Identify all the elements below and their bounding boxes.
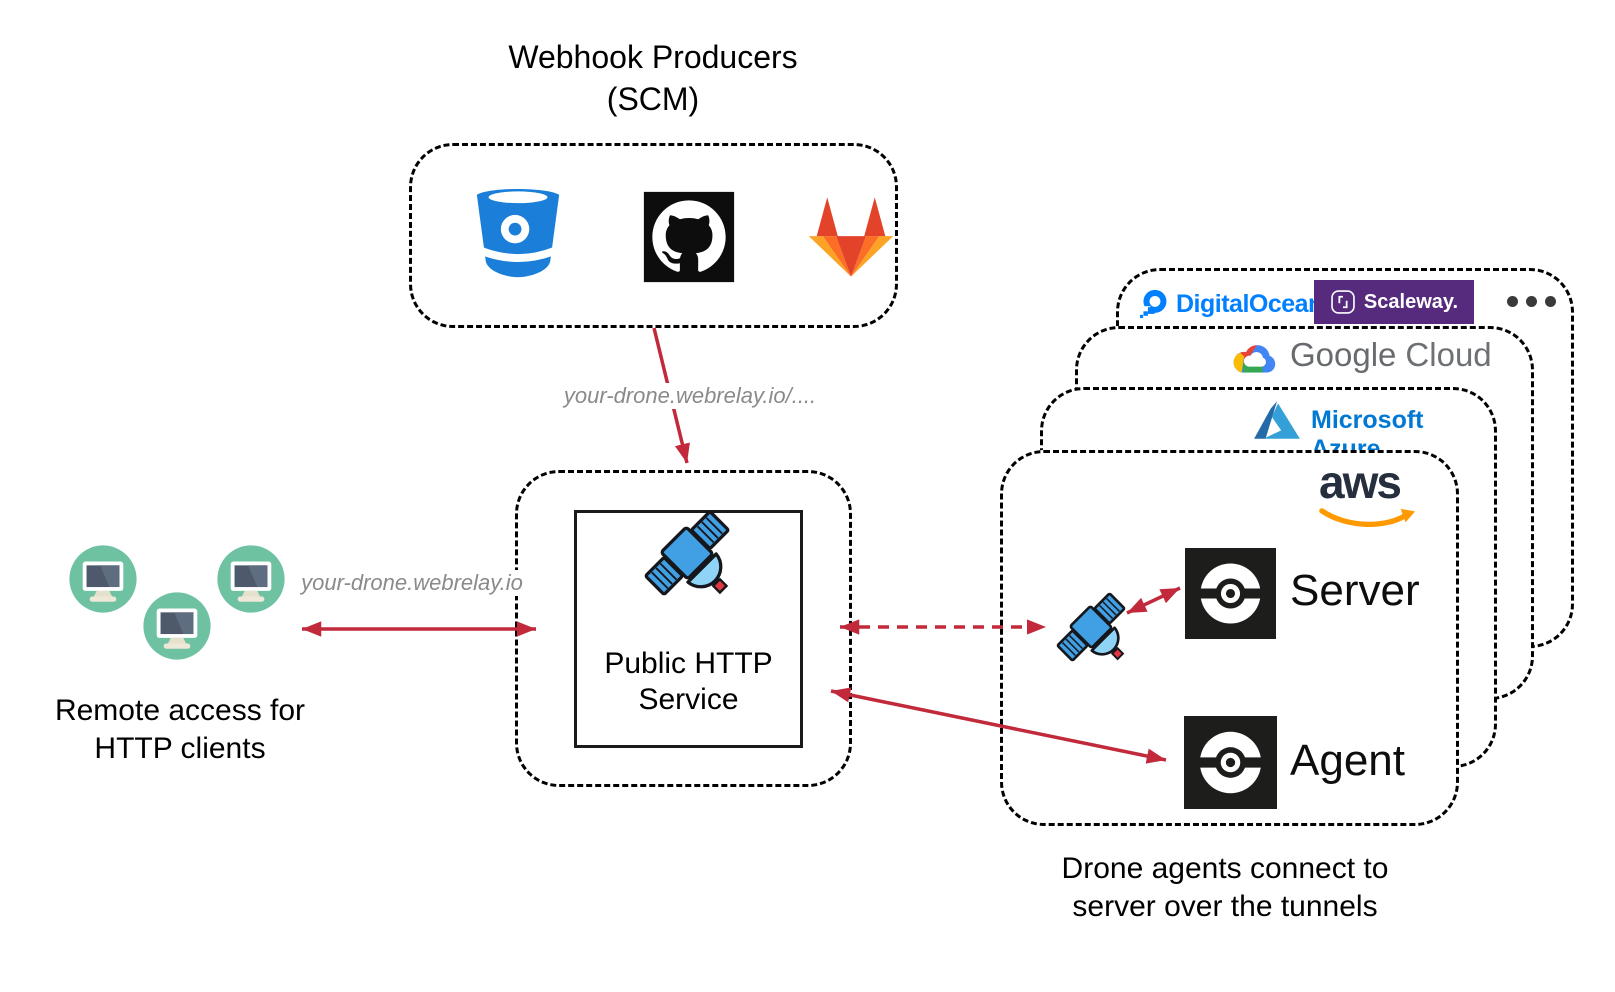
- scaleway-icon: [1330, 289, 1356, 315]
- aws-label: aws: [1319, 456, 1402, 508]
- scaleway-badge: Scaleway.: [1314, 280, 1474, 324]
- agents-caption-line1: Drone agents connect to: [1061, 852, 1389, 885]
- microsoft-azure-icon: [1251, 399, 1303, 441]
- google-word: Google: [1290, 336, 1397, 373]
- clients-caption-line2: HTTP clients: [94, 732, 266, 765]
- digitalocean-icon: [1138, 287, 1170, 319]
- scaleway-label: Scaleway.: [1363, 290, 1459, 313]
- diagram-title: Webhook Producers (SCM): [403, 36, 903, 120]
- client-monitor-icon: [68, 544, 138, 614]
- clients-caption: Remote access for HTTP clients: [20, 692, 340, 768]
- title-line1: Webhook Producers: [508, 39, 798, 75]
- digitalocean-label: DigitalOcean: [1176, 290, 1323, 318]
- bitbucket-icon: [463, 186, 573, 284]
- ellipsis-icon: [1507, 296, 1556, 307]
- google-cloud-icon: [1228, 338, 1282, 377]
- cloud-layer-aws: aws Server Agent: [1000, 450, 1459, 826]
- satellite-icon: [640, 506, 734, 600]
- github-icon: [641, 190, 737, 284]
- webhook-url-label: your-drone.webrelay.io/....: [530, 383, 850, 409]
- http-service-label-line2: Service: [638, 683, 739, 716]
- drone-agent-label: Agent: [1290, 736, 1405, 785]
- client-monitor-icon: [142, 591, 212, 661]
- tunnel-satellite-icon: [1053, 589, 1129, 665]
- clients-caption-line1: Remote access for: [54, 694, 306, 727]
- client-monitor-icon: [216, 544, 286, 614]
- title-line2: (SCM): [606, 81, 700, 117]
- webhook-producers-box: [409, 143, 898, 328]
- agents-caption-line2: server over the tunnels: [1072, 890, 1378, 923]
- http-service-label: Public HTTP Service: [574, 646, 803, 718]
- client-url-label: your-drone.webrelay.io: [292, 570, 532, 596]
- cloud-word: Cloud: [1405, 336, 1492, 373]
- drone-agent-icon: [1184, 716, 1277, 809]
- gitlab-icon: [807, 191, 895, 283]
- aws-swoosh-icon: [1316, 507, 1420, 532]
- agents-caption: Drone agents connect to server over the …: [965, 850, 1485, 926]
- http-service-label-line1: Public HTTP: [604, 647, 773, 680]
- drone-server-label: Server: [1290, 566, 1420, 615]
- drone-server-icon: [1184, 548, 1277, 639]
